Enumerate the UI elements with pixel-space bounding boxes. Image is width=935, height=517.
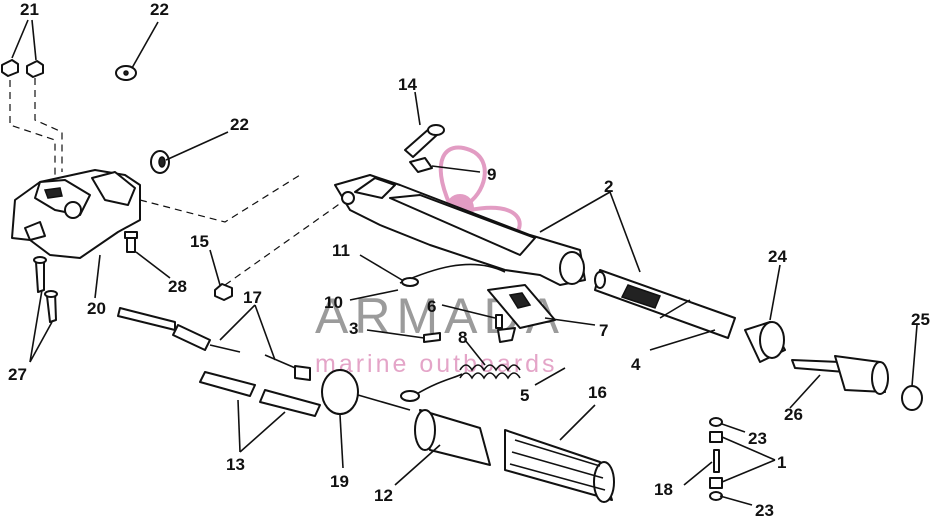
callout-22a: 22 <box>150 0 169 19</box>
grip-insert-12 <box>414 409 491 466</box>
grip-16 <box>504 429 615 503</box>
collar-19 <box>321 369 411 415</box>
screw-6 <box>495 314 503 329</box>
callout-labels: 1 2 3 4 5 6 7 8 9 10 11 12 13 14 15 16 1… <box>8 0 930 517</box>
shaft-26 <box>791 355 889 395</box>
callout-2: 2 <box>604 177 613 196</box>
callout-28: 28 <box>168 277 187 296</box>
callout-21: 21 <box>20 0 39 19</box>
callout-15: 15 <box>190 232 209 251</box>
callout-1: 1 <box>777 453 786 472</box>
pin-3 <box>423 332 441 343</box>
callout-23b: 23 <box>755 501 774 517</box>
callout-14: 14 <box>398 75 417 94</box>
cap-25 <box>901 385 923 411</box>
bolt-14 <box>404 124 445 158</box>
callout-24: 24 <box>768 247 787 266</box>
assembly-lines <box>9 78 346 286</box>
clip-9 <box>409 157 433 173</box>
lanyard-8 <box>400 327 521 402</box>
bushing-23 <box>709 417 723 501</box>
callout-12: 12 <box>374 486 393 505</box>
nut-15 <box>214 283 233 301</box>
bushing-22 <box>150 150 170 174</box>
tiller-arm-2 <box>334 174 586 286</box>
callout-6: 6 <box>427 297 436 316</box>
bracket-20 <box>11 169 141 259</box>
cable-17 <box>117 307 311 381</box>
callout-19: 19 <box>330 472 349 491</box>
callout-4: 4 <box>631 355 641 374</box>
nut-21 <box>1 59 44 78</box>
throttle-tube-2 <box>594 269 736 339</box>
callout-23a: 23 <box>748 429 767 448</box>
screw-27 <box>33 256 58 323</box>
callout-3: 3 <box>349 319 358 338</box>
cable-11 <box>399 263 506 287</box>
washer-22-hole <box>123 70 129 76</box>
callout-25: 25 <box>911 310 930 329</box>
callout-26: 26 <box>784 405 803 424</box>
callout-13: 13 <box>226 455 245 474</box>
callout-20: 20 <box>87 299 106 318</box>
callout-11: 11 <box>332 241 350 260</box>
tube-13 <box>199 371 321 417</box>
callout-22b: 22 <box>230 115 249 134</box>
screw-28 <box>124 231 138 253</box>
callout-8: 8 <box>458 328 467 347</box>
callout-17: 17 <box>243 288 262 307</box>
callout-16: 16 <box>588 383 607 402</box>
sleeve-24 <box>744 321 786 363</box>
callout-10: 10 <box>324 293 343 312</box>
callout-18: 18 <box>654 480 673 499</box>
callout-7: 7 <box>599 321 608 340</box>
callout-5: 5 <box>520 386 529 405</box>
callout-9: 9 <box>487 165 496 184</box>
callout-27: 27 <box>8 365 27 384</box>
leader-lines <box>11 19 918 506</box>
